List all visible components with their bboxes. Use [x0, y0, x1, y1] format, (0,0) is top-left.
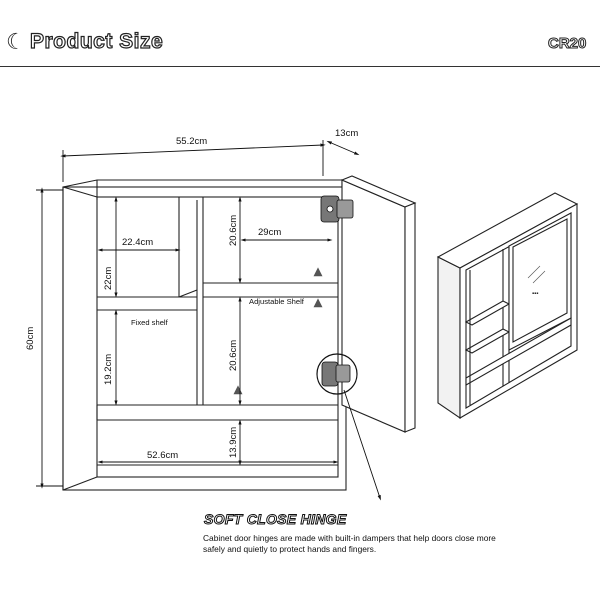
- shelf-pins: [233, 267, 323, 395]
- hinge-bottom: [316, 353, 358, 395]
- cabinet-perspective-view: [436, 192, 579, 420]
- bottom-right-height-label: 20.6cm: [228, 340, 239, 371]
- bottom-height-label: 13.9cm: [228, 427, 239, 458]
- bottom-width-label: 52.6cm: [147, 450, 178, 461]
- hinge-description: Cabinet door hinges are made with built-…: [203, 533, 496, 554]
- top-left-height-label: 22cm: [103, 267, 114, 290]
- header: ☾ Product Size CR20: [0, 0, 600, 70]
- model-code: CR20: [547, 35, 587, 53]
- cabinet-front-view: [62, 179, 347, 491]
- mid-left-height-label: 19.2cm: [103, 354, 114, 385]
- fixed-shelf-label: Fixed shelf: [131, 318, 169, 327]
- crescent-icon: ☾: [6, 30, 26, 55]
- hinge-title: SOFT CLOSE HINGE: [203, 511, 347, 528]
- height-label: 60cm: [25, 327, 36, 350]
- hinge-top: [320, 195, 354, 223]
- top-right-width-label: 29cm: [258, 227, 281, 238]
- perspective-door-mark: ▪▪▪: [532, 291, 538, 297]
- adjustable-shelf-label: Adjustable Shelf: [249, 297, 305, 306]
- dimension-lines: [36, 140, 381, 501]
- depth-label: 13cm: [335, 128, 358, 139]
- overall-width-label: 55.2cm: [176, 136, 207, 147]
- header-divider: [0, 66, 600, 67]
- top-right-height-label: 20.6cm: [228, 215, 239, 246]
- cabinet-door: [340, 175, 417, 433]
- top-left-width-label: 22.4cm: [122, 237, 153, 248]
- page-title: Product Size: [29, 29, 164, 53]
